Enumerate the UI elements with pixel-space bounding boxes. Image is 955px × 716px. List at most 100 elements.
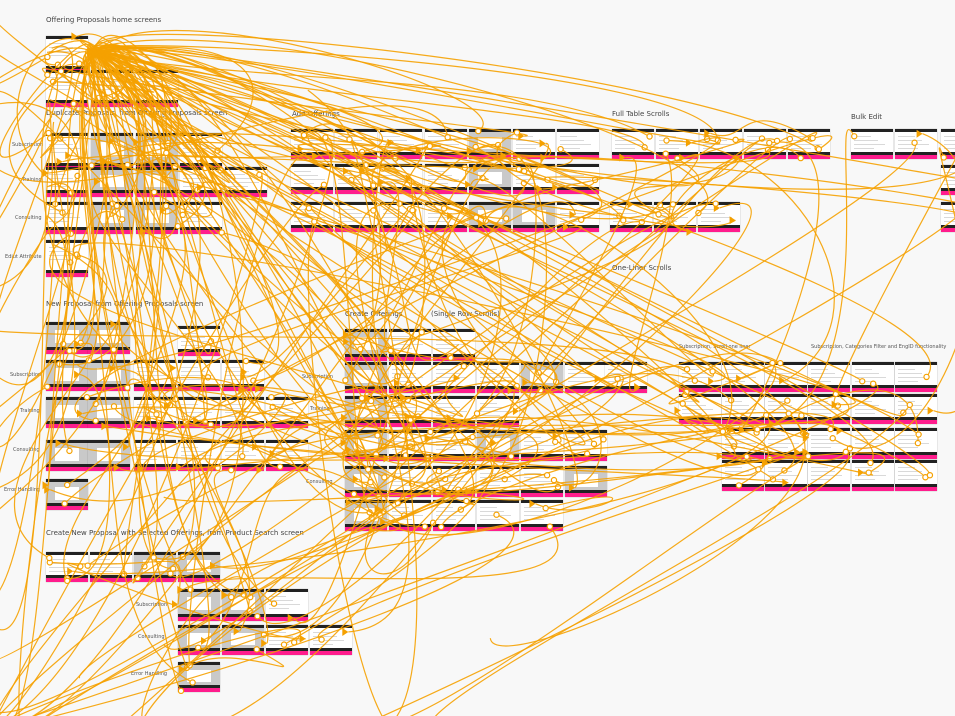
screen-frame[interactable] xyxy=(895,428,937,459)
screen-frame[interactable] xyxy=(557,129,599,159)
screen-frame[interactable] xyxy=(852,428,894,459)
screen-frame[interactable] xyxy=(46,240,88,277)
screen-frame[interactable] xyxy=(433,329,475,361)
screen-frame[interactable] xyxy=(46,36,88,73)
screen-frame[interactable] xyxy=(225,167,267,197)
screen-frame[interactable] xyxy=(610,202,652,232)
screen-frame[interactable] xyxy=(136,167,178,197)
screen-frame[interactable] xyxy=(88,440,130,471)
screen-frame[interactable] xyxy=(180,202,222,234)
screen-frame[interactable] xyxy=(744,129,786,159)
screen-frame[interactable] xyxy=(222,589,264,621)
screen-frame[interactable] xyxy=(700,129,742,159)
screen-frame[interactable] xyxy=(291,164,333,194)
screen-frame[interactable] xyxy=(46,202,88,234)
screen-frame[interactable] xyxy=(380,129,422,159)
screen-frame[interactable] xyxy=(895,362,937,392)
screen-frame[interactable] xyxy=(765,428,807,459)
screen-frame[interactable] xyxy=(136,70,178,107)
screen-frame[interactable] xyxy=(335,202,377,232)
screen-frame[interactable] xyxy=(679,362,721,392)
screen-frame[interactable] xyxy=(513,129,555,159)
screen-frame[interactable] xyxy=(134,397,176,428)
screen-frame[interactable] xyxy=(180,167,222,197)
screen-frame[interactable] xyxy=(46,70,88,107)
screen-frame[interactable] xyxy=(941,165,955,195)
screen-frame[interactable] xyxy=(425,129,467,159)
screen-frame[interactable] xyxy=(345,430,387,461)
screen-frame[interactable] xyxy=(136,133,178,170)
screen-frame[interactable] xyxy=(895,129,937,159)
screen-frame[interactable] xyxy=(222,625,264,655)
screen-frame[interactable] xyxy=(178,552,220,582)
screen-frame[interactable] xyxy=(808,428,850,459)
screen-frame[interactable] xyxy=(433,362,475,393)
screen-frame[interactable] xyxy=(335,164,377,194)
screen-frame[interactable] xyxy=(46,552,88,582)
screen-frame[interactable] xyxy=(136,202,178,234)
screen-frame[interactable] xyxy=(808,362,850,392)
screen-frame[interactable] xyxy=(178,440,220,471)
screen-frame[interactable] xyxy=(389,362,431,393)
screen-frame[interactable] xyxy=(389,466,431,497)
screen-frame[interactable] xyxy=(178,662,220,692)
screen-frame[interactable] xyxy=(557,164,599,194)
screen-frame[interactable] xyxy=(389,329,431,361)
screen-frame[interactable] xyxy=(134,552,176,582)
screen-frame[interactable] xyxy=(477,362,519,393)
screen-frame[interactable] xyxy=(765,362,807,392)
screen-frame[interactable] xyxy=(808,460,850,491)
screen-frame[interactable] xyxy=(380,164,422,194)
screen-frame[interactable] xyxy=(180,133,222,170)
screen-frame[interactable] xyxy=(46,360,88,391)
screen-frame[interactable] xyxy=(91,167,133,197)
screen-frame[interactable] xyxy=(425,202,467,232)
screen-frame[interactable] xyxy=(222,360,264,391)
screen-frame[interactable] xyxy=(88,397,130,428)
screen-frame[interactable] xyxy=(895,394,937,424)
screen-frame[interactable] xyxy=(722,394,764,424)
screen-frame[interactable] xyxy=(852,362,894,392)
screen-frame[interactable] xyxy=(469,129,511,159)
screen-frame[interactable] xyxy=(266,589,308,621)
screen-frame[interactable] xyxy=(521,466,563,497)
screen-frame[interactable] xyxy=(389,430,431,461)
screen-frame[interactable] xyxy=(266,625,308,655)
screen-frame[interactable] xyxy=(433,396,475,427)
screen-frame[interactable] xyxy=(612,129,654,159)
screen-frame[interactable] xyxy=(788,129,830,159)
screen-frame[interactable] xyxy=(91,202,133,234)
screen-frame[interactable] xyxy=(477,396,519,427)
screen-frame[interactable] xyxy=(46,133,88,170)
screen-frame[interactable] xyxy=(46,397,88,428)
screen-frame[interactable] xyxy=(178,589,220,621)
screen-frame[interactable] xyxy=(46,440,88,471)
screen-frame[interactable] xyxy=(557,202,599,232)
screen-frame[interactable] xyxy=(345,362,387,393)
screen-frame[interactable] xyxy=(433,500,475,531)
screen-frame[interactable] xyxy=(698,202,740,232)
screen-frame[interactable] xyxy=(88,322,130,354)
screen-frame[interactable] xyxy=(808,394,850,424)
screen-frame[interactable] xyxy=(521,362,563,393)
screen-frame[interactable] xyxy=(469,202,511,232)
screen-frame[interactable] xyxy=(345,500,387,531)
screen-frame[interactable] xyxy=(722,362,764,392)
screen-frame[interactable] xyxy=(521,500,563,531)
screen-frame[interactable] xyxy=(178,397,220,428)
screen-frame[interactable] xyxy=(941,202,955,232)
screen-frame[interactable] xyxy=(178,360,220,391)
screen-frame[interactable] xyxy=(565,430,607,461)
screen-frame[interactable] xyxy=(91,70,133,107)
screen-frame[interactable] xyxy=(310,625,352,655)
screen-frame[interactable] xyxy=(656,129,698,159)
screen-frame[interactable] xyxy=(765,394,807,424)
screen-frame[interactable] xyxy=(425,164,467,194)
screen-frame[interactable] xyxy=(469,164,511,194)
screen-frame[interactable] xyxy=(433,466,475,497)
screen-frame[interactable] xyxy=(389,396,431,427)
screen-frame[interactable] xyxy=(852,394,894,424)
screen-frame[interactable] xyxy=(291,129,333,159)
screen-frame[interactable] xyxy=(477,430,519,461)
